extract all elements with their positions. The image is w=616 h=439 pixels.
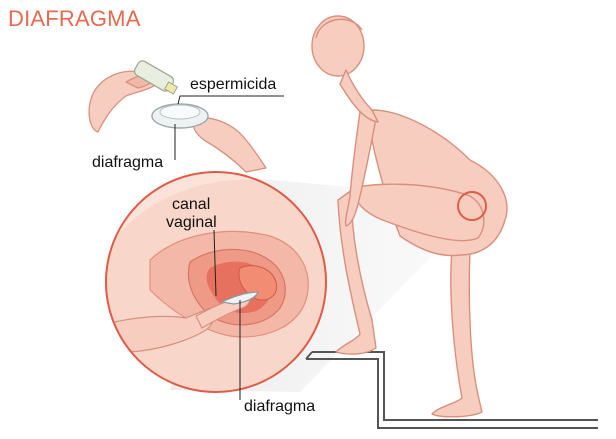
leader-espermicida [177, 95, 284, 105]
label-vaginal: vaginal [166, 214, 217, 231]
label-diafragma-top: diafragma [92, 154, 164, 171]
label-diafragma-bottom: diafragma [244, 398, 316, 415]
woman-figure [311, 15, 508, 418]
magnifier-ring [105, 171, 327, 393]
label-canal: canal [172, 196, 211, 213]
spermicide-tube [133, 60, 179, 95]
page-title: DIAFRAGMA [8, 6, 141, 31]
leader-lines [174, 95, 284, 400]
label-espermicida: espermicida [190, 76, 277, 93]
hip-highlight-circle [457, 191, 487, 221]
diaphragm-cup [151, 103, 209, 129]
leader-canal-vaginal [213, 229, 217, 297]
magnified-view [105, 171, 327, 393]
